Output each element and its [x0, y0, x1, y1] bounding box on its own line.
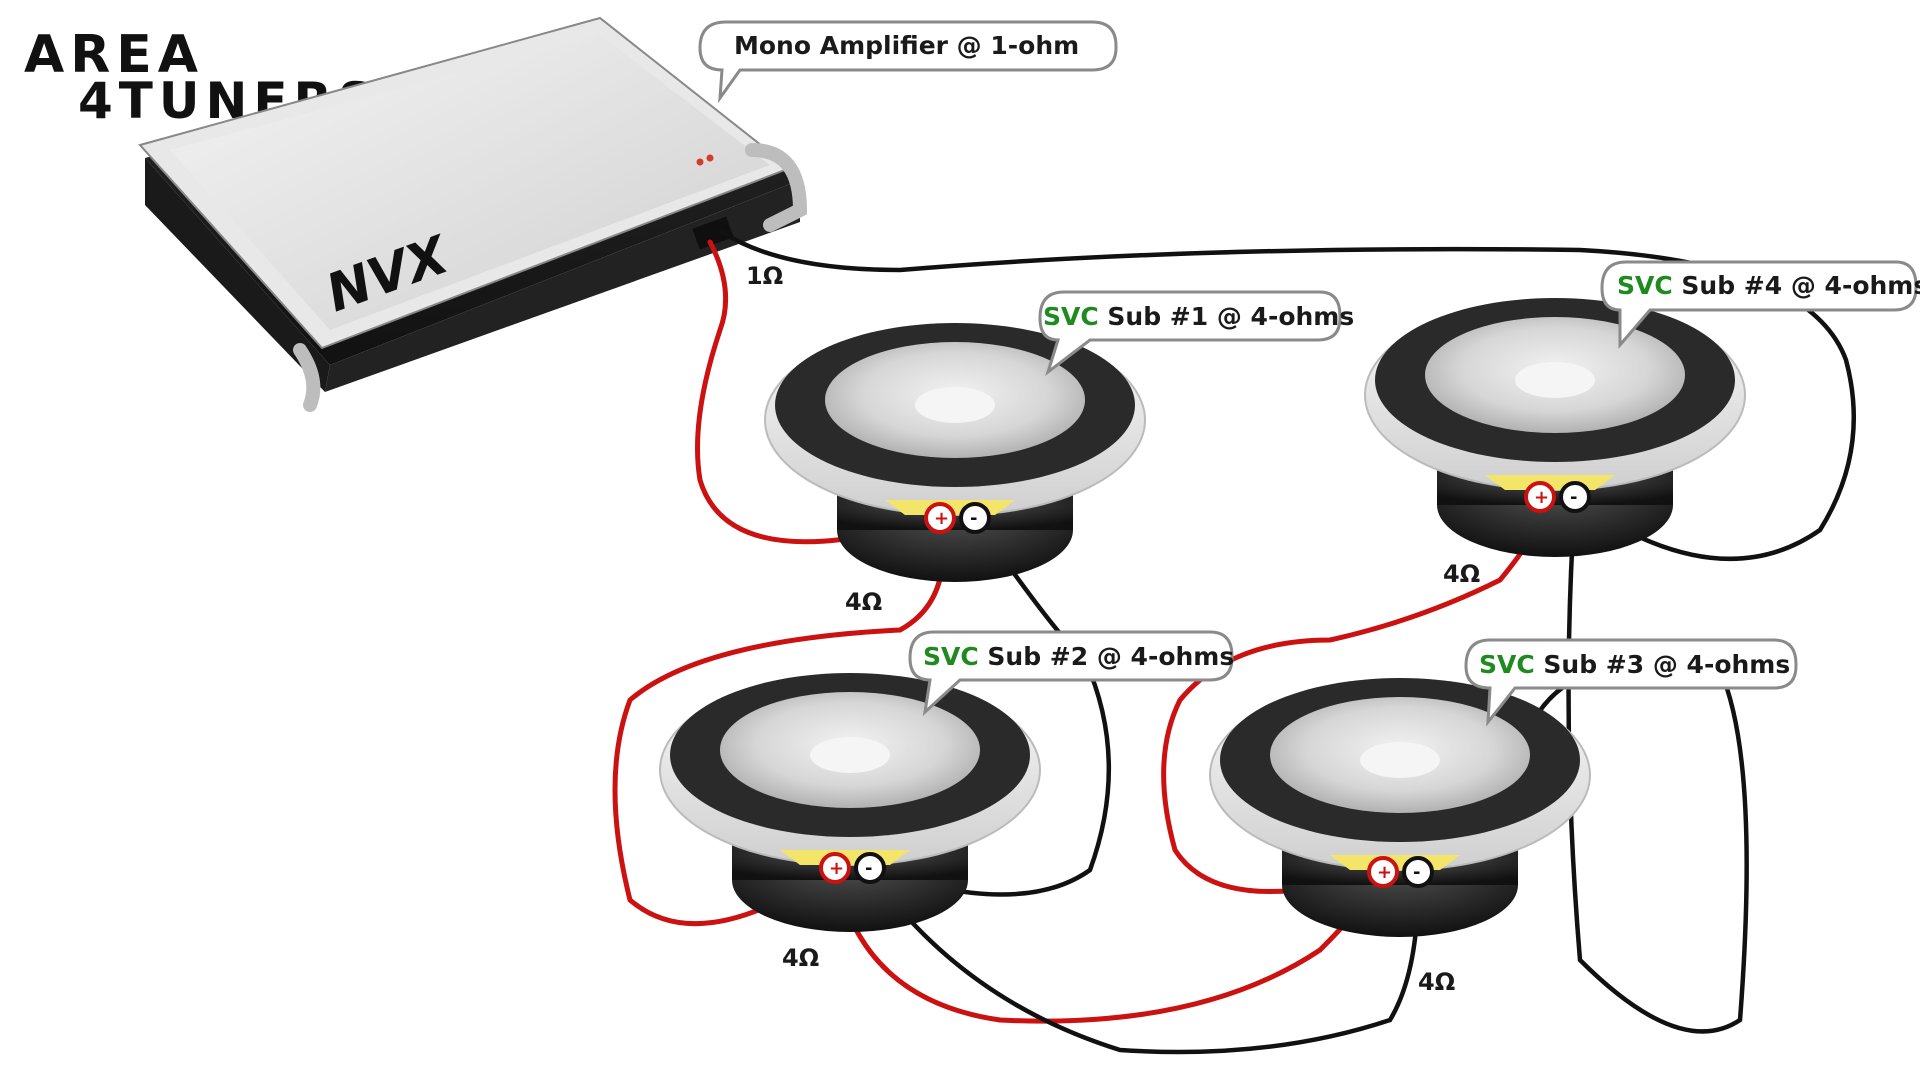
sub1-impedance: 4Ω [845, 588, 882, 616]
subwoofer-2: + - [659, 673, 1041, 932]
sub4-callout: SVC Sub #4 @ 4-ohms [1600, 260, 1920, 350]
wire-sub2-sub3-negative [865, 865, 1421, 1055]
wire-amp-negative [719, 229, 1856, 562]
sub1-positive-terminal [924, 502, 956, 534]
amplifier-label: Mono Amplifier @ 1-ohm [734, 31, 1079, 60]
subwoofers: + - + - + [659, 298, 1746, 937]
sub4-positive-terminal [1524, 481, 1556, 513]
brand-line-1: AREA [24, 25, 204, 85]
sub4-negative-terminal [1559, 481, 1591, 513]
wire-amp-positive [695, 239, 943, 545]
sub3-positive-sign: + [1377, 862, 1392, 883]
amplifier-output-impedance: 1Ω [746, 262, 783, 290]
wiring [612, 229, 1856, 1055]
sub3-callout: SVC Sub #3 @ 4-ohms [1464, 638, 1798, 727]
sub4-negative-sign: - [1570, 487, 1577, 508]
sub3-negative-terminal [1402, 856, 1434, 888]
subwoofer-1: + - [764, 323, 1146, 582]
subwoofer-4: + - [1364, 298, 1746, 557]
sub1-positive-sign: + [934, 508, 949, 529]
sub1-label: SVC Sub #1 @ 4-ohms [1043, 302, 1354, 331]
sub1-callout: SVC Sub #1 @ 4-ohms [1038, 290, 1354, 377]
sub2-negative-terminal [854, 852, 886, 884]
sub2-positive-sign: + [829, 858, 844, 879]
sub3-label: SVC Sub #3 @ 4-ohms [1479, 650, 1790, 679]
sub4-positive-sign: + [1534, 487, 1549, 508]
subwoofer-3: + - [1209, 678, 1591, 937]
sub2-negative-sign: - [865, 858, 872, 879]
sub3-negative-sign: - [1413, 862, 1420, 883]
sub3-impedance: 4Ω [1418, 968, 1455, 996]
wire-sub1-sub2-negative [865, 517, 1112, 897]
sub3-positive-terminal [1367, 856, 1399, 888]
sub2-callout: SVC Sub #2 @ 4-ohms [908, 630, 1234, 716]
sub4-label: SVC Sub #4 @ 4-ohms [1617, 271, 1920, 300]
sub2-label: SVC Sub #2 @ 4-ohms [923, 642, 1234, 671]
sub1-negative-terminal [959, 502, 991, 534]
sub2-impedance: 4Ω [782, 944, 819, 972]
wire-sub1-sub2-positive [612, 515, 946, 927]
sub4-impedance: 4Ω [1443, 560, 1480, 588]
sub2-positive-terminal [819, 852, 851, 884]
mono-amplifier: NVX [138, 16, 808, 412]
amplifier-callout: Mono Amplifier @ 1-ohm [698, 20, 1118, 104]
sub1-negative-sign: - [970, 508, 977, 529]
